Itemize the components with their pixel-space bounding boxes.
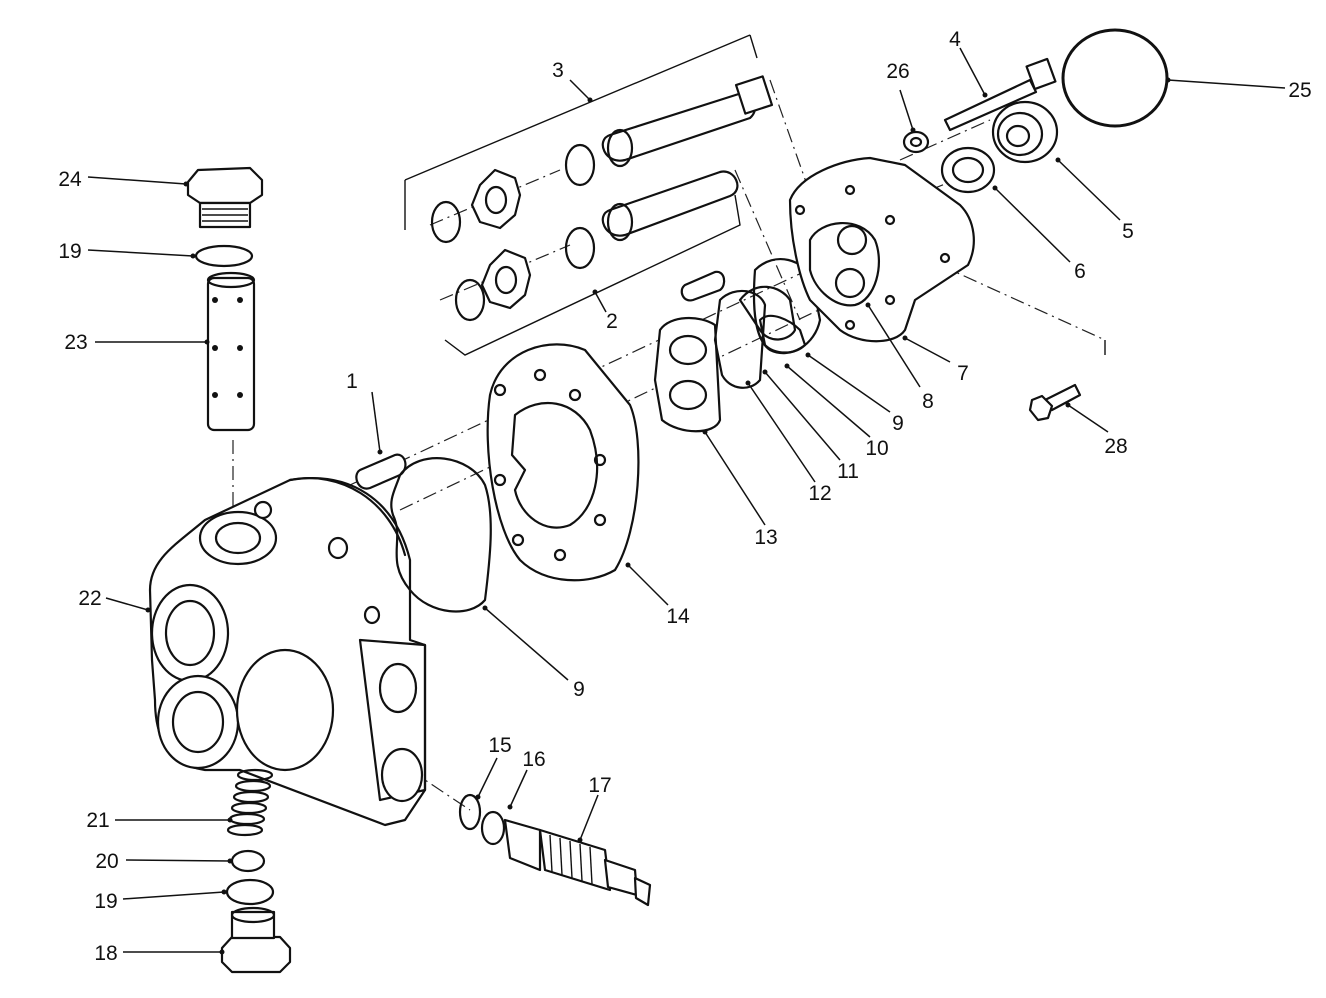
o-ring-15	[458, 793, 482, 831]
bolt-28	[1028, 383, 1082, 422]
seal-plate-13	[653, 316, 722, 433]
group-brackets	[404, 34, 1106, 356]
callout-13: 13	[754, 526, 777, 549]
callout-15: 15	[488, 734, 511, 757]
bearing-5	[991, 100, 1059, 164]
washer-26	[902, 130, 930, 154]
spool-23	[206, 271, 256, 432]
pump-body-22	[148, 477, 427, 827]
callout-1: 1	[346, 370, 358, 393]
plate-14	[486, 343, 640, 582]
seal-11	[738, 285, 797, 341]
bolt-4	[943, 57, 1057, 132]
leader-lines	[87, 47, 1286, 953]
plug-18	[220, 906, 292, 974]
callout-14: 14	[666, 605, 690, 628]
gear-assembly-2	[454, 170, 739, 322]
spring-21	[226, 768, 274, 837]
callout-5: 5	[1122, 220, 1134, 243]
o-ring-16	[480, 810, 506, 846]
callout-17: 17	[588, 774, 611, 797]
plug-24	[186, 166, 264, 229]
relief-valve-17	[503, 818, 652, 907]
washer-6	[940, 146, 996, 194]
callout-9-upper: 9	[892, 412, 904, 435]
o-ring-25	[1061, 28, 1169, 128]
callout-21: 21	[86, 809, 109, 832]
callout-labels: 1 2 3 4 5 6 7 8 9 9 10 11 12 13 14 15 16…	[58, 28, 1311, 965]
callout-28: 28	[1104, 435, 1127, 458]
o-ring-19-top	[194, 244, 254, 268]
callout-19-top: 19	[58, 240, 81, 263]
seal-12	[713, 289, 767, 389]
callout-9-lower: 9	[573, 678, 585, 701]
callout-3: 3	[552, 59, 564, 82]
housing-7	[788, 156, 975, 343]
callout-24: 24	[58, 168, 82, 191]
gasket-9-lower	[390, 457, 492, 613]
callout-12: 12	[808, 482, 831, 505]
gear-assembly-3	[430, 75, 774, 244]
leader-dots	[145, 77, 1171, 955]
callout-22: 22	[78, 587, 101, 610]
callout-11: 11	[837, 460, 859, 483]
callout-16: 16	[522, 748, 545, 771]
callout-6: 6	[1074, 260, 1086, 283]
callout-18: 18	[94, 942, 117, 965]
callout-10: 10	[865, 437, 888, 460]
callout-20: 20	[95, 850, 118, 873]
pin-upper	[680, 270, 726, 302]
callout-25: 25	[1288, 79, 1311, 102]
callout-19-bottom: 19	[94, 890, 117, 913]
callout-7: 7	[957, 362, 969, 385]
disk-20	[230, 849, 266, 873]
callout-23: 23	[64, 331, 87, 354]
callout-26: 26	[886, 60, 909, 83]
dowel-pin-1	[355, 453, 407, 490]
callout-4: 4	[949, 28, 961, 51]
callout-2: 2	[606, 310, 618, 333]
seal-10	[758, 314, 807, 354]
callout-8: 8	[922, 390, 934, 413]
o-ring-19-bottom	[225, 878, 275, 906]
